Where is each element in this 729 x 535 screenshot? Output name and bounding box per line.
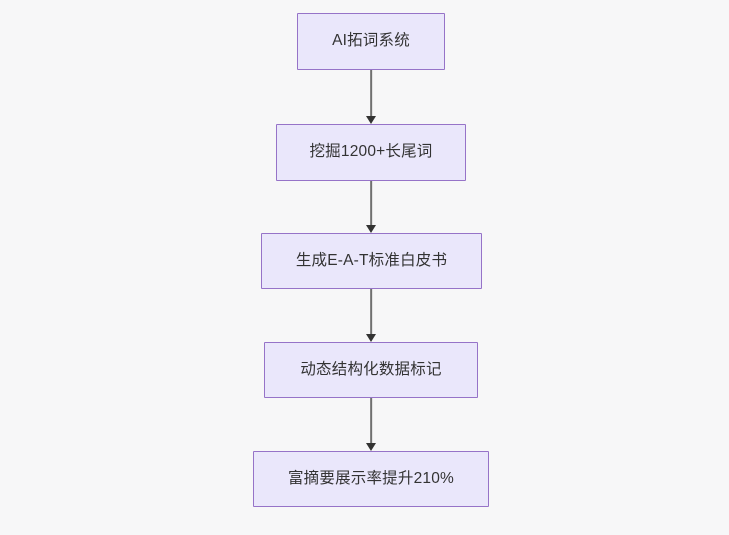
flow-node[interactable]: 挖掘1200+长尾词 [276,124,466,181]
flow-node[interactable]: AI拓词系统 [297,13,445,70]
flow-node-label: AI拓词系统 [332,32,410,50]
flow-node-label: 挖掘1200+长尾词 [309,143,433,161]
flow-edge [361,70,381,124]
flow-node[interactable]: 动态结构化数据标记 [264,342,478,398]
flow-node[interactable]: 生成E-A-T标准白皮书 [261,233,482,289]
flow-edge [361,181,381,233]
arrowhead-icon [366,443,376,451]
flow-edge [361,289,381,342]
flow-node-label: 动态结构化数据标记 [300,360,442,378]
flow-node-label: 生成E-A-T标准白皮书 [295,251,448,269]
flow-node[interactable]: 富摘要展示率提升210% [253,451,489,507]
edge-line [370,181,372,226]
arrowhead-icon [366,116,376,124]
arrowhead-icon [366,334,376,342]
flow-edge [361,398,381,451]
arrowhead-icon [366,225,376,233]
flow-node-label: 富摘要展示率提升210% [287,469,455,487]
edge-line [370,289,372,335]
edge-line [370,70,372,117]
edge-line [370,398,372,444]
